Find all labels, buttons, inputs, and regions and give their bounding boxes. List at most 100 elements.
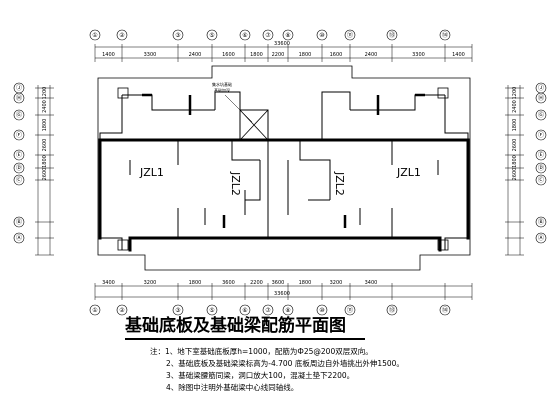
top-axis-bubble xyxy=(282,29,294,41)
note-line-3: 3、基础梁腰筋同梁，洞口放大100，混凝土垫下2200。 xyxy=(166,371,355,380)
bottom-axis-label: ② xyxy=(119,307,125,314)
beam-label-jzl2-left: JZL2 xyxy=(229,171,242,196)
left-axis-label: Ⓑ xyxy=(16,218,22,226)
bottom-axis-bubble xyxy=(206,304,218,316)
bottom-axis-bubble xyxy=(344,304,356,316)
left-axis-label: Ⓒ xyxy=(16,176,22,184)
interior-walls xyxy=(129,140,439,238)
bottom-axis-bubble xyxy=(282,304,294,316)
top-axis-label: ⑭ xyxy=(442,31,448,39)
bottom-axis-label: ⑧ xyxy=(285,307,290,314)
left-axis-label: Ⓓ xyxy=(16,164,22,172)
right-axis-label: Ⓙ xyxy=(538,84,544,92)
top-segment-dimension: 1600 xyxy=(222,52,235,58)
bottom-axis-label: ⑥ xyxy=(242,307,247,314)
top-total-dimension: 33600 xyxy=(274,41,290,47)
left-axis-bubble xyxy=(13,216,25,228)
left-axis-bubble xyxy=(13,174,25,186)
top-segment-dimension: 1400 xyxy=(102,52,115,58)
bottom-axis-label: ⑦ xyxy=(265,307,271,314)
bottom-segment-dimension: 3400 xyxy=(365,280,378,286)
right-axis-label: Ⓓ xyxy=(538,164,544,172)
bottom-axis-label: ⑬ xyxy=(389,306,395,314)
slab-outline xyxy=(97,65,471,271)
right-axis-label: Ⓖ xyxy=(538,111,544,119)
right-segment-dimension: 2600 xyxy=(512,139,518,152)
bottom-axis-bubble xyxy=(386,304,398,316)
top-axis-bubble xyxy=(344,29,356,41)
top-axis-label: ⑬ xyxy=(389,31,395,39)
left-axis-label: Ⓖ xyxy=(16,111,22,119)
left-axis-bubble xyxy=(13,129,25,141)
bottom-axis-label: ⑪ xyxy=(347,306,353,314)
top-axis-label: ③ xyxy=(175,32,180,39)
right-axis-bubble xyxy=(535,149,547,161)
right-axis-bubble xyxy=(535,174,547,186)
left-axis-bubble xyxy=(13,149,25,161)
top-segment-dimension: 3300 xyxy=(144,52,157,58)
right-axis-label: Ⓕ xyxy=(538,131,544,139)
bottom-axis-bubble xyxy=(439,304,451,316)
right-axis-label: Ⓗ xyxy=(538,94,544,102)
right-dimension-lines xyxy=(507,85,521,255)
top-axis-label: ⑪ xyxy=(347,31,353,39)
left-axis-bubble xyxy=(13,162,25,174)
left-axis-bubble xyxy=(13,92,25,104)
right-axis-label: Ⓔ xyxy=(538,151,544,159)
top-segment-dimension: 2200 xyxy=(272,52,285,58)
bottom-axis-bubble xyxy=(172,304,184,316)
notes-block: 注：1、地下室基础底板厚h=1000，配筋为Ф25@200双层双向。 2、基础底… xyxy=(150,346,450,394)
bottom-axis-label: ⑩ xyxy=(319,307,324,314)
right-segment-dimension: 2400 xyxy=(512,100,518,113)
right-axis-bubble xyxy=(535,162,547,174)
right-segment-dimension: 1800 xyxy=(512,155,518,168)
bottom-axis-label: ⑤ xyxy=(209,307,214,314)
top-axis-bubble xyxy=(239,29,251,41)
bottom-segment-dimension: 1800 xyxy=(189,280,202,286)
right-axis-bubble xyxy=(535,129,547,141)
note-line-2: 2、基础底板及基础梁梁标高为-4.700 底板周边自外墙挑出外伸1500。 xyxy=(166,359,404,368)
top-axis-bubble xyxy=(172,29,184,41)
top-segment-dimension: 1800 xyxy=(299,52,312,58)
left-axis-label: Ⓕ xyxy=(16,131,22,139)
bottom-segment-dimension: 3600 xyxy=(272,280,285,286)
bottom-dimension-lines xyxy=(95,285,472,298)
right-axis-bubble xyxy=(535,109,547,121)
annotation-line-2: 基础加深 xyxy=(214,87,230,93)
beam-label-jzl2-right: JZL2 xyxy=(333,171,346,196)
left-dimension-lines xyxy=(37,85,51,255)
top-axis-label: ⑩ xyxy=(319,32,324,39)
right-segment-dimension: 1800 xyxy=(512,119,518,132)
bottom-axis-label: ③ xyxy=(175,307,180,314)
top-segment-dimension: 1600 xyxy=(330,52,343,58)
top-axis-bubble xyxy=(386,29,398,41)
bottom-axis-label: ⑭ xyxy=(442,306,448,314)
drawing-title: 基础底板及基础梁配筋平面图 xyxy=(125,316,365,340)
top-axis-bubble xyxy=(116,29,128,41)
left-axis-label: Ⓗ xyxy=(16,94,22,102)
top-axis-bubble xyxy=(262,29,274,41)
right-axis-label: Ⓐ xyxy=(538,234,544,242)
left-axis-bubble xyxy=(13,232,25,244)
top-dimension-lines xyxy=(95,46,472,59)
corner-columns xyxy=(117,87,449,251)
bottom-axis-bubble xyxy=(262,304,274,316)
left-axis-label: Ⓔ xyxy=(16,151,22,159)
left-segment-dimension: 1800 xyxy=(42,155,48,168)
top-segment-dimension: 1400 xyxy=(452,52,465,58)
bottom-segment-dimension: 3200 xyxy=(330,280,343,286)
top-axis-bubble xyxy=(439,29,451,41)
bottom-total-dimension: 33600 xyxy=(274,291,290,297)
left-axis-label: Ⓙ xyxy=(16,84,22,92)
top-segment-dimension: 2400 xyxy=(189,52,202,58)
bottom-segment-dimension: 3400 xyxy=(102,280,115,286)
top-axis-bubble xyxy=(316,29,328,41)
top-segment-dimension: 1800 xyxy=(250,52,263,58)
note-line-4: 4、除图中注明外基础梁中心线同轴线。 xyxy=(166,383,299,392)
right-axis-bubble xyxy=(535,232,547,244)
top-axis-label: ① xyxy=(92,32,97,39)
beam-label-jzl1-left: JZL1 xyxy=(139,166,164,179)
right-segment-dimension: 1200 xyxy=(512,87,518,100)
bottom-axis-bubble xyxy=(89,304,101,316)
